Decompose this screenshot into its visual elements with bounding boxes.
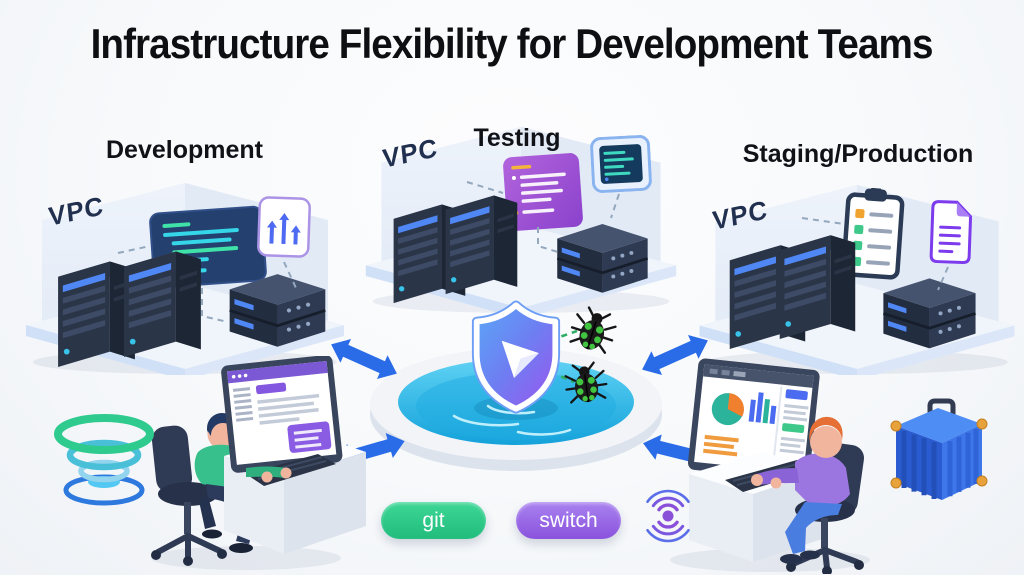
bug-icon	[561, 359, 611, 409]
bar-chart	[748, 392, 777, 425]
vortex-icon	[46, 410, 162, 512]
security-shield-icon	[470, 300, 562, 414]
page-title: Infrastructure Flexibility for Developme…	[91, 20, 934, 67]
developer-workstation-left	[151, 356, 366, 570]
office-chair-icon	[151, 425, 227, 566]
git-badge: git	[381, 502, 486, 539]
developer-workstation-right	[670, 358, 870, 574]
monitor-icon	[221, 356, 343, 473]
monitor-icon	[687, 358, 820, 482]
environment-label-testing: Testing	[473, 124, 561, 152]
ripple-icon	[634, 486, 702, 548]
container-icon	[880, 396, 996, 508]
environment-label-staging: Staging/Production	[742, 140, 974, 168]
developer-figure	[751, 416, 850, 564]
switch-badge: switch	[516, 502, 621, 539]
environment-label-development: Development	[106, 136, 263, 164]
